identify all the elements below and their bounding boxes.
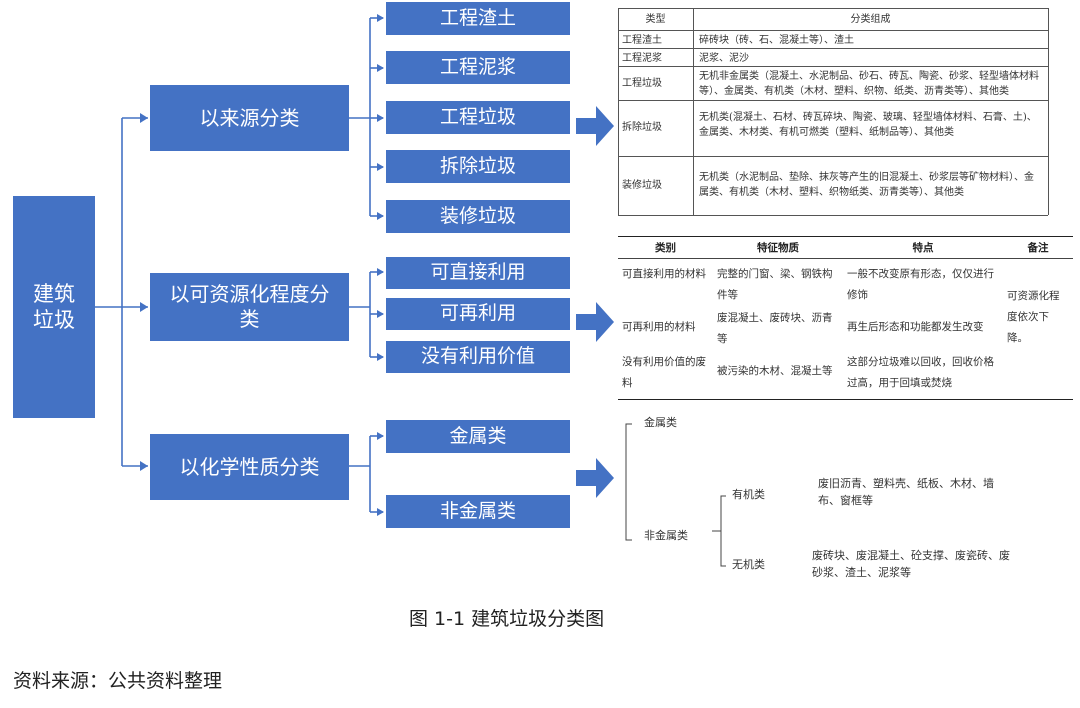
resource-level-table: 类别 特征物质 特点 备注 可直接利用的材料 完整的门窗、梁、钢铁构件等 一般不…: [618, 236, 1073, 400]
table-cell: 可直接利用的材料: [622, 268, 706, 280]
subcategory-box: 可直接利用: [386, 257, 570, 289]
tree-inorganic-items: 废砖块、废混凝土、砼支撑、废瓷砖、废砂浆、渣土、泥浆等: [812, 549, 1010, 579]
table-cell: 废混凝土、废砖块、沥青等: [717, 312, 833, 345]
table-header: 特点: [912, 242, 934, 254]
table-header: 分类组成: [850, 14, 891, 25]
tree-metal: 金属类: [644, 416, 677, 429]
figure-caption: 图 1-1 建筑垃圾分类图: [409, 608, 605, 630]
subcategory-box: 金属类: [386, 420, 570, 453]
subcategory-box: 可再利用: [386, 298, 570, 330]
table-cell: 碎砖块（砖、石、混凝土等）、渣土: [699, 35, 854, 46]
tree-organic: 有机类: [732, 488, 765, 501]
subcategory-label: 工程垃圾: [439, 105, 516, 128]
subcategory-label: 非金属类: [439, 499, 516, 522]
subcategory-box: 工程垃圾: [386, 101, 570, 134]
category-box-source: 以来源分类: [150, 85, 349, 151]
table-cell: 装修垃圾: [622, 180, 662, 191]
table-header: 类型: [645, 14, 666, 25]
category-label: 以来源分类: [199, 105, 300, 130]
tree-nonmetal: 非金属类: [644, 529, 688, 542]
table-cell: 被污染的木材、混凝土等: [717, 365, 833, 377]
arrow-to-tree3: [576, 458, 614, 498]
table-header: 类别: [655, 242, 676, 254]
table-cell: 工程垃圾: [622, 78, 662, 89]
tree-organic-items: 废旧沥青、塑料壳、纸板、木材、墙布、窗框等: [818, 477, 994, 507]
category-label: 以可资源化程度分类: [169, 282, 330, 331]
subcategory-box: 工程泥浆: [386, 51, 570, 84]
table-cell: 可再利用的材料: [622, 321, 696, 333]
subcategory-box: 没有利用价值: [386, 341, 570, 373]
subcategory-label: 装修垃圾: [439, 204, 516, 227]
arrow-to-table1: [576, 106, 614, 146]
table-cell: 无机类(混凝土、石材、砖瓦碎块、陶瓷、玻璃、轻型墙体材料、石膏、土)、金属类、木…: [699, 112, 1037, 138]
root-box: 建筑垃圾: [13, 196, 95, 418]
table-cell: 泥浆、泥沙: [699, 53, 749, 64]
source-classification-table: 类型 分类组成 工程渣土 碎砖块（砖、石、混凝土等）、渣土 工程泥浆 泥浆、泥沙…: [618, 8, 1049, 216]
table-header: 特征物质: [757, 242, 799, 254]
table-cell: 拆除垃圾: [622, 122, 662, 133]
subcategory-label: 工程泥浆: [439, 55, 516, 78]
subcategory-label: 金属类: [449, 424, 507, 447]
category-box-resource: 以可资源化程度分类: [150, 273, 349, 341]
table-note: 可资源化程度依次下降。: [1007, 290, 1060, 344]
table-cell: 工程泥浆: [622, 53, 662, 64]
subcategory-box: 拆除垃圾: [386, 150, 570, 183]
table-header: 备注: [1027, 242, 1049, 254]
subcategory-label: 可再利用: [439, 302, 516, 325]
root-label: 建筑垃圾: [33, 281, 75, 332]
table-cell: 无机非金属类（混凝土、水泥制品、砂石、砖瓦、陶瓷、砂浆、轻型墙体材料等）、金属类…: [699, 71, 1039, 97]
subcategory-box: 装修垃圾: [386, 200, 570, 233]
table-cell: 这部分垃圾难以回收，回收价格过高，用于回填或焚烧: [847, 356, 994, 389]
subcategory-label: 工程渣土: [439, 6, 516, 29]
table-cell: 再生后形态和功能都发生改变: [847, 321, 984, 333]
tree-inorganic: 无机类: [732, 558, 765, 571]
table-cell: 没有利用价值的废料: [622, 356, 706, 389]
table-cell: 无机类（水泥制品、垫除、抹灰等产生的旧混凝土、砂浆层等矿物材料）、金属类、有机类…: [699, 172, 1034, 198]
table-cell: 工程渣土: [622, 35, 662, 46]
table-cell: 一般不改变原有形态，仅仅进行修饰: [847, 268, 994, 301]
source-note: 资料来源：公共资料整理: [13, 670, 223, 692]
category-box-chemical: 以化学性质分类: [150, 434, 349, 500]
table-cell: 完整的门窗、梁、钢铁构件等: [717, 268, 833, 301]
subcategory-label: 拆除垃圾: [439, 154, 516, 177]
subcategory-label: 可直接利用: [430, 261, 526, 284]
subcategory-box: 非金属类: [386, 495, 570, 528]
category-label: 以化学性质分类: [179, 454, 320, 479]
subcategory-box: 工程渣土: [386, 2, 570, 35]
subcategory-label: 没有利用价值: [420, 345, 535, 368]
arrow-to-table2: [576, 302, 614, 342]
